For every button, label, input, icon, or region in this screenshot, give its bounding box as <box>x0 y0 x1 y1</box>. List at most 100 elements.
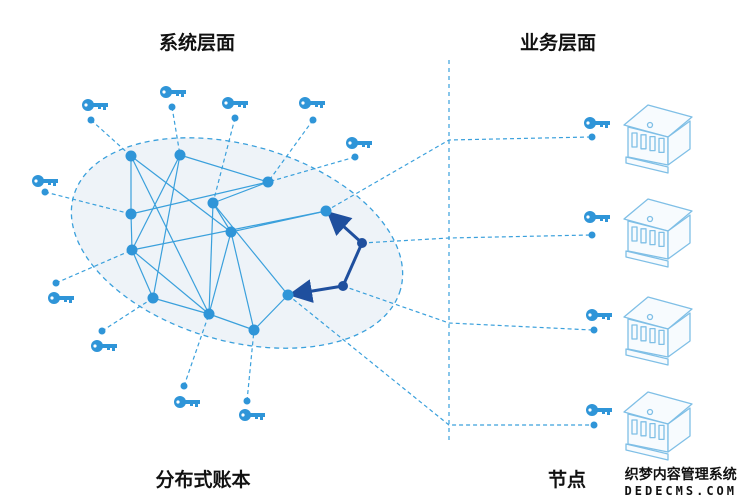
bank-side <box>667 214 691 260</box>
bank-emblem <box>646 313 654 321</box>
bank-column <box>649 327 656 344</box>
bank-column <box>658 424 665 441</box>
ledger-edge <box>130 213 133 251</box>
bank-emblem <box>646 215 654 223</box>
key-hole <box>301 101 305 105</box>
key-link <box>101 297 154 332</box>
key-link <box>267 119 314 183</box>
key-shaft <box>171 90 186 97</box>
bank-column <box>640 421 647 437</box>
bank-steps <box>625 348 669 366</box>
key-icon <box>48 292 74 304</box>
key-dot <box>588 231 596 239</box>
bank-column <box>631 226 638 242</box>
bank-column <box>649 135 656 152</box>
key-head <box>32 175 44 187</box>
ledger-edge <box>253 294 289 331</box>
ledger-edge <box>230 210 327 233</box>
ledger-node <box>126 244 138 256</box>
path-segment <box>341 242 364 287</box>
key-link <box>90 119 132 157</box>
key-hole <box>50 296 54 300</box>
key-dot <box>590 421 598 429</box>
node-link <box>342 285 593 331</box>
bank-column <box>658 231 665 248</box>
key-dot <box>243 397 251 405</box>
key-shaft <box>595 215 610 222</box>
key-head <box>586 404 598 416</box>
ledger-node <box>207 197 219 209</box>
key-hole <box>586 215 590 219</box>
watermark: 织梦内容管理系统 DEDECMS.COM <box>625 464 737 498</box>
key-shaft <box>233 101 248 108</box>
key-hole <box>588 408 592 412</box>
key-head <box>346 137 358 149</box>
key-head <box>584 117 596 129</box>
path-arrow <box>326 210 364 245</box>
key-icon <box>584 211 610 223</box>
key-head <box>82 99 94 111</box>
key-shaft <box>597 313 612 320</box>
key-head <box>91 340 103 352</box>
key-link <box>183 313 210 387</box>
bank-emblem <box>646 121 654 129</box>
key-shaft <box>595 121 610 128</box>
key-link <box>267 156 356 183</box>
node-link <box>361 234 591 244</box>
ledger-node <box>357 238 367 248</box>
key-dot <box>309 116 317 124</box>
ledger-edge <box>152 297 210 315</box>
ledger-edge <box>212 202 232 233</box>
bank-column <box>631 419 638 435</box>
key-hole <box>34 179 38 183</box>
ledger-edge <box>131 154 181 251</box>
bank-emblem <box>646 408 654 416</box>
ledger-edge <box>131 249 210 315</box>
bank-column <box>649 229 656 246</box>
key-link <box>212 117 236 204</box>
bank-column <box>631 324 638 340</box>
ledger-node <box>125 208 137 220</box>
key-dot <box>41 188 49 196</box>
watermark-line1: 织梦内容管理系统 <box>624 467 737 483</box>
key-dot <box>590 326 598 334</box>
key-link <box>171 106 181 156</box>
key-icon <box>32 175 58 187</box>
key-hole <box>93 344 97 348</box>
key-head <box>299 97 311 109</box>
key-shaft <box>43 179 58 186</box>
key-link <box>246 329 255 402</box>
ledger-node <box>125 150 137 162</box>
key-head <box>48 292 60 304</box>
ledger-node <box>225 226 237 238</box>
ledger-edge <box>208 313 255 331</box>
bank-column <box>649 422 656 439</box>
key-head <box>160 86 172 98</box>
distributed-ledger-label: 分布式账本 <box>155 469 251 491</box>
key-icon <box>239 409 265 421</box>
key-hole <box>241 413 245 417</box>
key-icon <box>160 86 186 98</box>
ledger-edge <box>152 154 181 299</box>
key-icon <box>586 309 612 321</box>
key-dot <box>180 382 188 390</box>
path-arrow <box>288 279 344 303</box>
key-icon <box>586 404 612 416</box>
ledger-node <box>320 205 332 217</box>
bank-icon <box>623 104 693 174</box>
bank-column <box>658 329 665 346</box>
bottom-fade <box>0 462 743 502</box>
bank-side <box>667 312 691 358</box>
key-dot <box>588 133 596 141</box>
key-head <box>586 309 598 321</box>
bank-column <box>640 326 647 342</box>
ledger-edge <box>208 231 232 315</box>
key-link <box>44 191 132 215</box>
ledger-node <box>203 308 215 320</box>
node-link <box>287 294 592 426</box>
ledger-edge <box>212 202 289 296</box>
key-shaft <box>250 413 265 420</box>
system-layer-title: 系统层面 <box>158 32 236 54</box>
key-icon <box>174 396 200 408</box>
key-shaft <box>59 296 74 303</box>
